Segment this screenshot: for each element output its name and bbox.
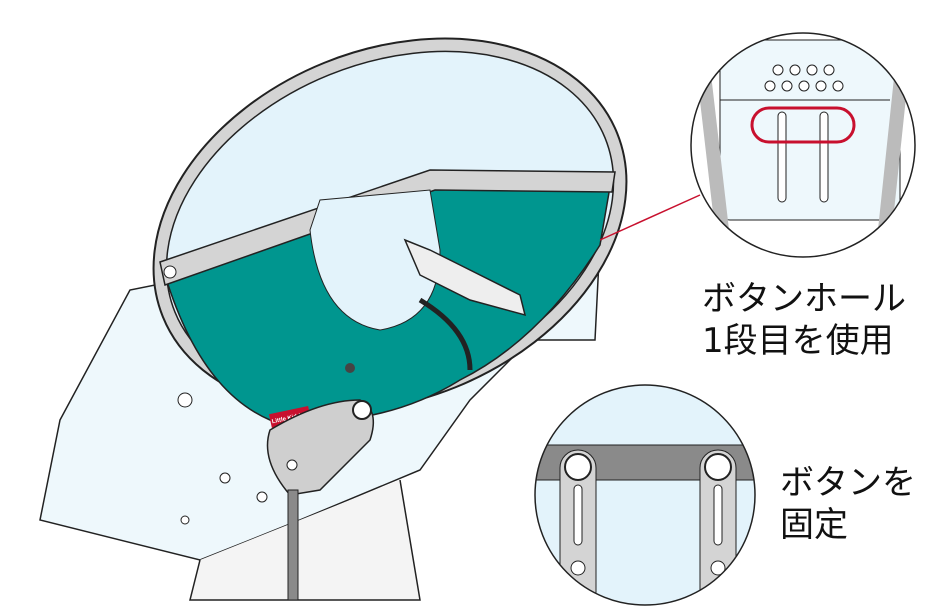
detail-buttonhole: [690, 32, 916, 258]
callout-top-text: ボタンホール 1段目を使用: [702, 278, 906, 362]
leader-line: [599, 194, 701, 241]
sun-canopy: Little Kiddy's: [152, 37, 628, 601]
callout-bottom-line2: 固定: [780, 505, 848, 545]
highlight-ring: [750, 106, 856, 144]
callout-top-line1: ボタンホール: [702, 279, 906, 319]
callout-bottom-line1: ボタンを: [780, 463, 916, 503]
brand-tag-background: [268, 405, 312, 429]
callout-bottom-text: ボタンを 固定: [780, 462, 916, 546]
callout-top-line2: 1段目を使用: [702, 321, 894, 361]
detail-button-fixed: [534, 384, 756, 606]
